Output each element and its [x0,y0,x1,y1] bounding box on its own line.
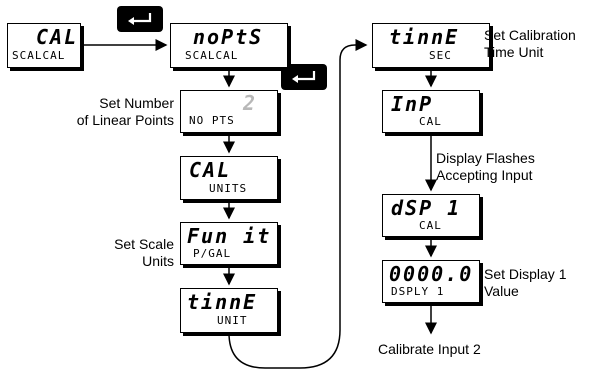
display-bottom-text: SCALCAL [12,49,66,62]
display-top-text: tinnE [187,290,258,314]
display-nopts-scalcal: noPtS SCALCAL [170,23,288,68]
display-bottom-text: CAL [419,115,442,128]
display-time-unit: tinnE UNIT [180,288,278,333]
display-bottom-text: UNITS [209,182,248,195]
display-bottom-text: SCALCAL [185,49,239,62]
label-line: Set Scale [114,236,174,252]
display-bottom-text: SEC [429,49,452,62]
label-display-flashes: Display Flashes Accepting Input [436,150,535,184]
display-bottom-text: UNIT [217,314,248,327]
display-top-text: noPtS [193,25,264,49]
enter-key-icon [117,6,163,32]
display-dsply1-value: 0000.0 DSPLY 1 [382,260,480,303]
display-cal-units: CAL UNITS [180,156,278,200]
display-time-sec: tinnE SEC [372,23,490,68]
label-line: Time Unit [484,44,544,60]
display-bottom-text: NO PTS [189,114,235,127]
display-no-pts: 2 NO PTS [180,90,278,133]
display-inp-cal: InP CAL [382,90,480,133]
display-top-text: CAL [36,25,79,49]
display-cal-scalcal: CAL SCALCAL [7,23,81,68]
label-set-calibration: Set Calibration Time Unit [484,27,576,61]
label-set-display1: Set Display 1 Value [484,266,566,300]
display-top-text: dSP 1 [391,196,462,220]
label-line: Set Number [99,95,174,111]
label-line: Set Display 1 [484,266,567,282]
label-set-scale: Set Scale Units [90,236,174,270]
display-bottom-text: CAL [419,219,442,232]
label-calibrate-input2: Calibrate Input 2 [378,341,481,357]
display-top-text: CAL [189,158,232,182]
label-line: Set Calibration [484,27,576,43]
enter-arrow-glyph [292,71,316,83]
display-bottom-text: P/GAL [193,247,232,260]
label-line: of Linear Points [76,112,174,128]
label-line: Accepting Input [436,167,533,183]
display-top-text: InP [391,92,434,116]
display-dsp1-cal: dSP 1 CAL [382,194,480,237]
display-bottom-text: DSPLY 1 [391,285,445,298]
display-top-text: 0000.0 [389,262,474,286]
display-top-text: tinnE [389,25,460,49]
enter-arrow-glyph [128,13,152,25]
continue-connector [228,39,368,369]
label-line: Value [484,283,519,299]
label-set-number: Set Number of Linear Points [70,95,174,129]
display-top-text: 2 [243,91,258,115]
label-line: Units [142,253,174,269]
label-line: Display Flashes [436,150,535,166]
enter-key-icon [281,64,327,90]
display-top-text: Fun it [187,224,272,248]
display-funit: Fun it P/GAL [180,222,278,265]
